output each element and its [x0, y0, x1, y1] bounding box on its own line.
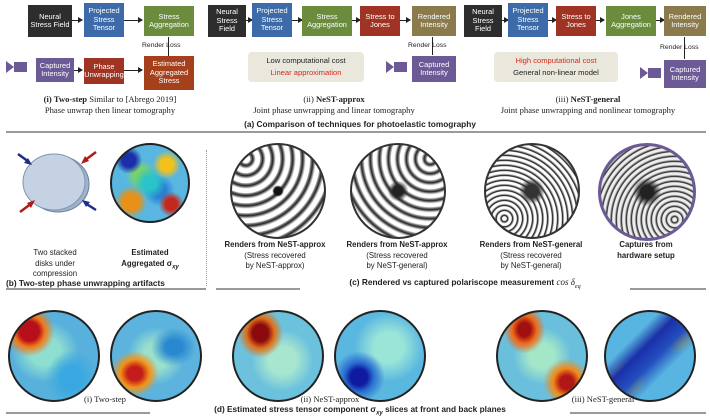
- rendered-intensity-box: Rendered Intensity: [412, 6, 456, 36]
- flow-arrow: [400, 16, 411, 23]
- flow-arrow: [246, 16, 253, 23]
- disk-caption: Two stacked disks under compression: [32, 248, 78, 278]
- flow-arrow: [596, 16, 605, 23]
- stress-to-jones-box: Stress to Jones: [556, 6, 596, 36]
- divider-b-c: [206, 150, 207, 286]
- flow-arrow: [72, 16, 83, 23]
- section-b-rule: [6, 288, 206, 290]
- flow-arrow: [124, 16, 143, 23]
- section-b-title: (b) Two-step phase unwrapping artifacts: [6, 278, 202, 288]
- neural-stress-field-box: Neural Stress Field: [28, 5, 72, 37]
- render-caption-2: Renders from NeST-approx (Stress recover…: [346, 240, 448, 270]
- section-a-rule: [6, 131, 706, 133]
- render-loss-label: Render Loss: [660, 44, 699, 51]
- jones-aggregation-box: Jones Aggregation: [606, 6, 656, 36]
- render-nest-approx-image-1: [230, 143, 326, 239]
- hardware-capture-image: [598, 143, 696, 241]
- render-loss-arrow: [168, 37, 169, 57]
- section-c-title: (c) Rendered vs captured polariscope mea…: [300, 277, 630, 290]
- stress-aggregation-box: Stress Aggregation: [302, 6, 352, 36]
- stress-to-jones-box: Stress to Jones: [360, 6, 400, 36]
- render-loss-arrow: [684, 37, 685, 59]
- render-nest-approx-image-2: [350, 143, 446, 239]
- projected-stress-tensor-box: Projected Stress Tensor: [252, 3, 292, 37]
- approx-note: Low computational cost Linear approximat…: [248, 52, 364, 82]
- render-loss-label: Render Loss: [408, 42, 447, 49]
- projected-stress-tensor-box: Projected Stress Tensor: [508, 3, 548, 37]
- flow-arrow: [74, 66, 83, 73]
- phase-unwrapping-box: Phase Unwrapping: [84, 58, 124, 84]
- camera-icon: [386, 60, 408, 74]
- captured-intensity-box: Captured Intensity: [664, 60, 706, 88]
- projected-stress-tensor-box: Projected Stress Tensor: [84, 3, 124, 37]
- render-loss-arrow: [432, 37, 433, 55]
- nest-approx-back-slice: [334, 310, 426, 402]
- rendered-intensity-box: Rendered Intensity: [664, 6, 706, 36]
- flow-arrow: [656, 16, 665, 23]
- nest-approx-caption: (ii) NeST-approx Joint phase unwrapping …: [253, 94, 415, 115]
- nest-general-caption: (iii) NeST-general Joint phase unwrappin…: [500, 94, 676, 115]
- camera-icon: [640, 66, 662, 80]
- disk-illustration: [14, 148, 100, 216]
- two-step-front-slice: [8, 310, 100, 402]
- estimated-aggregated-stress-image: [110, 143, 190, 223]
- nest-general-label: (iii) NeST-general: [571, 394, 635, 404]
- two-step-label: (i) Two-step: [84, 394, 126, 404]
- render-caption-1: Renders from NeST-approx (Stress recover…: [224, 240, 326, 270]
- captured-intensity-box: Captured Intensity: [36, 58, 74, 82]
- nest-general-back-slice: [604, 310, 696, 402]
- flow-arrow: [124, 66, 143, 73]
- general-note: High computational cost General non-line…: [494, 52, 618, 82]
- estimated-aggregated-stress-box: Estimated Aggregated Stress: [144, 56, 194, 90]
- estimated-aggregated-caption: Estimated Aggregated σxy: [121, 248, 179, 271]
- section-a-title: (a) Comparison of techniques for photoel…: [150, 119, 570, 129]
- flow-arrow: [502, 16, 509, 23]
- two-step-caption: (i) Two-step Similar to [Abrego 2019] Ph…: [43, 94, 177, 115]
- render-nest-general-image: [484, 143, 580, 239]
- flow-arrow: [548, 16, 557, 23]
- nest-approx-label: (ii) NeST-approx: [300, 394, 360, 404]
- nest-general-front-slice: [496, 310, 588, 402]
- stress-aggregation-box: Stress Aggregation: [144, 6, 194, 36]
- capture-caption: Captures from hardware setup: [617, 240, 675, 260]
- two-step-back-slice: [110, 310, 202, 402]
- neural-stress-field-box: Neural Stress Field: [208, 5, 246, 37]
- render-loss-label: Render Loss: [142, 42, 181, 49]
- section-d-title: (d) Estimated stress tensor component σx…: [150, 404, 570, 417]
- render-caption-3: Renders from NeST-general (Stress recove…: [479, 240, 583, 270]
- flow-arrow: [292, 16, 303, 23]
- captured-intensity-box: Captured Intensity: [412, 56, 456, 82]
- nest-approx-front-slice: [232, 310, 324, 402]
- neural-stress-field-box: Neural Stress Field: [464, 5, 502, 37]
- flow-arrow: [352, 16, 361, 23]
- camera-icon: [6, 60, 28, 74]
